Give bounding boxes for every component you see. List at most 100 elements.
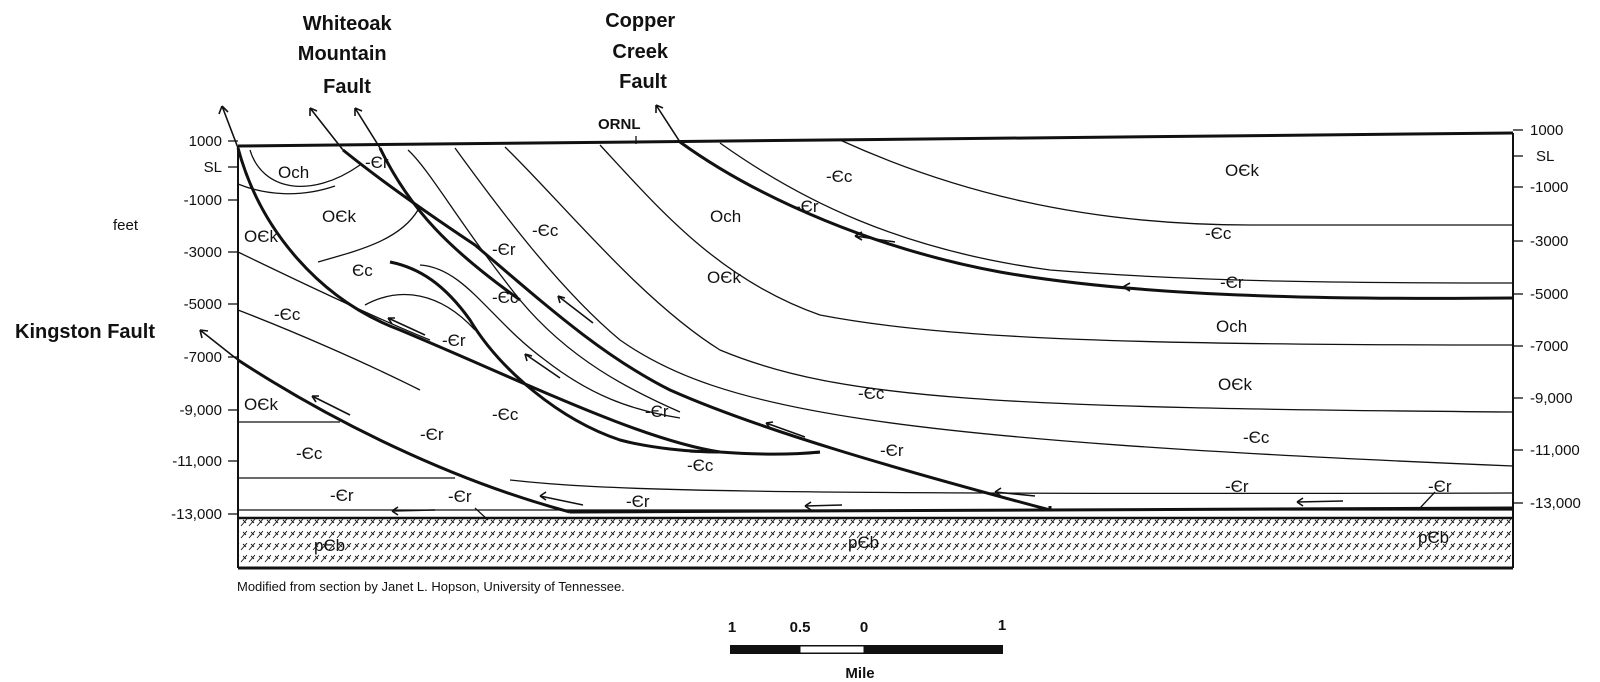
fault-sole-line: [569, 506, 1514, 514]
unit-label: -Єr: [442, 331, 466, 350]
scale-bar: 1 0.5 0 1 Mile: [728, 617, 1006, 682]
contact-line: [509, 479, 1514, 495]
unit-label: -Єc: [1243, 428, 1270, 447]
unit-label: -Єr: [448, 487, 472, 506]
basement-unit: [238, 518, 1513, 568]
unit-label: -Єc: [492, 288, 519, 307]
slip-arrow: [1122, 282, 1166, 292]
kingston-fault-title: Kingston Fault: [15, 321, 155, 343]
unit-label: Och: [278, 163, 309, 182]
unit-label: OЄk: [244, 227, 278, 246]
kingston-fault-trace: [237, 358, 571, 514]
axis-tick-label: -9,000: [1530, 390, 1573, 407]
unit-label: -Єc: [274, 305, 301, 324]
slip-arrow: [854, 231, 896, 243]
unit-label: OЄk: [1225, 161, 1259, 180]
slip-arrow: [387, 317, 426, 336]
axis-tick-label: SL: [1536, 148, 1554, 165]
contact-line: [317, 209, 419, 263]
fault-motion-arrow: [354, 107, 381, 149]
fault-motion-arrow: [309, 107, 344, 151]
unit-label: -Єr: [645, 402, 669, 421]
unit-label: OЄk: [707, 268, 741, 287]
axis-tick-label: -1000: [1530, 179, 1568, 196]
contact-line: [419, 264, 681, 419]
unit-label: pЄb: [1418, 528, 1449, 547]
whiteoak-fault-splay: [342, 148, 1051, 512]
unit-label: -Єr: [1428, 477, 1452, 496]
whiteoak-fault-splay: [389, 260, 721, 454]
right-axis-ticks: [1513, 129, 1523, 504]
slip-arrow: [557, 295, 594, 324]
unit-label: -Єr: [330, 486, 354, 505]
contact-line: [599, 144, 1514, 346]
contact-line: [364, 293, 476, 331]
axis-tick-label: SL: [204, 159, 222, 176]
unit-label: -Єc: [1205, 224, 1232, 243]
right-axis: 1000 SL -1000 -3000 -5000 -7000 -9,000 -…: [1530, 122, 1581, 512]
unit-label: -Єc: [826, 167, 853, 186]
axis-tick-label: -11,000: [172, 453, 222, 470]
axis-tick-label: 1000: [189, 133, 222, 150]
unit-label: pЄb: [848, 533, 879, 552]
left-axis: 1000 SL -1000 -3000 -5000 -7000 -9,000 -…: [171, 133, 222, 523]
contact-line: [249, 149, 361, 187]
axis-tick-label: -11,000: [1530, 442, 1580, 459]
slip-arrow: [765, 421, 806, 438]
fault-motion-arrow: [655, 104, 681, 143]
contact-line: [719, 142, 1514, 284]
unit-labels: Och -Єr OЄk OЄk Єc -Єc -Єc -Єr -Єc -Єr O…: [244, 153, 1452, 555]
contact-line: [1419, 491, 1436, 509]
axis-tick-label: -5000: [184, 296, 222, 313]
unit-label: -Єr: [626, 492, 650, 511]
slip-arrow: [391, 506, 436, 516]
copper-creek-fault-title: Copper Creek Fault: [605, 10, 681, 93]
axis-tick-label: -5000: [1530, 286, 1568, 303]
unit-label: -Єr: [880, 441, 904, 460]
unit-label: -Єr: [492, 240, 516, 259]
axis-tick-label: -1000: [184, 192, 222, 209]
source-credit: Modified from section by Janet L. Hopson…: [237, 579, 625, 594]
unit-label: Och: [1216, 317, 1247, 336]
unit-label: -Єr: [795, 197, 819, 216]
contact-line: [237, 183, 336, 195]
unit-label: OЄk: [244, 395, 278, 414]
axis-tick-label: -3000: [184, 244, 222, 261]
unit-label: -Єc: [532, 221, 559, 240]
contact-line: [454, 147, 1514, 467]
contact-line: [237, 309, 421, 391]
scale-tick-label: 1: [998, 617, 1006, 634]
contact-line: [474, 507, 489, 521]
copper-creek-fault-trace: [679, 140, 1514, 300]
unit-label: OЄk: [1218, 375, 1252, 394]
unit-label: Єc: [352, 261, 373, 280]
left-axis-ticks: [228, 140, 238, 515]
section-top-border: [237, 131, 1514, 148]
scale-tick-label: 1: [728, 619, 736, 636]
contact-line: [407, 149, 681, 413]
unit-label: OЄk: [322, 207, 356, 226]
contact-line: [237, 251, 431, 341]
unit-label: -Єc: [858, 384, 885, 403]
unit-label: -Єc: [296, 444, 323, 463]
axis-tick-label: -13,000: [1530, 495, 1581, 512]
kingston-fault-arrow: [199, 329, 239, 361]
slip-arrow: [1296, 497, 1344, 507]
scale-unit-label: Mile: [845, 665, 874, 682]
slip-arrow: [539, 491, 584, 506]
contact-line: [839, 139, 1513, 226]
slip-arrow: [311, 395, 351, 416]
whiteoak-fault-trace: [236, 147, 821, 456]
axis-tick-label: -13,000: [171, 506, 222, 523]
axis-tick-label: -7000: [184, 349, 222, 366]
depth-unit-label: feet: [113, 217, 139, 234]
scale-tick-label: 0.5: [790, 619, 811, 636]
whiteoak-fault-splay: [378, 147, 521, 302]
slip-arrow: [524, 353, 561, 379]
axis-tick-label: 1000: [1530, 122, 1563, 139]
axis-tick-label: -3000: [1530, 233, 1568, 250]
slip-arrow: [804, 501, 843, 511]
unit-label: pЄb: [314, 536, 345, 555]
unit-label: -Єc: [492, 405, 519, 424]
